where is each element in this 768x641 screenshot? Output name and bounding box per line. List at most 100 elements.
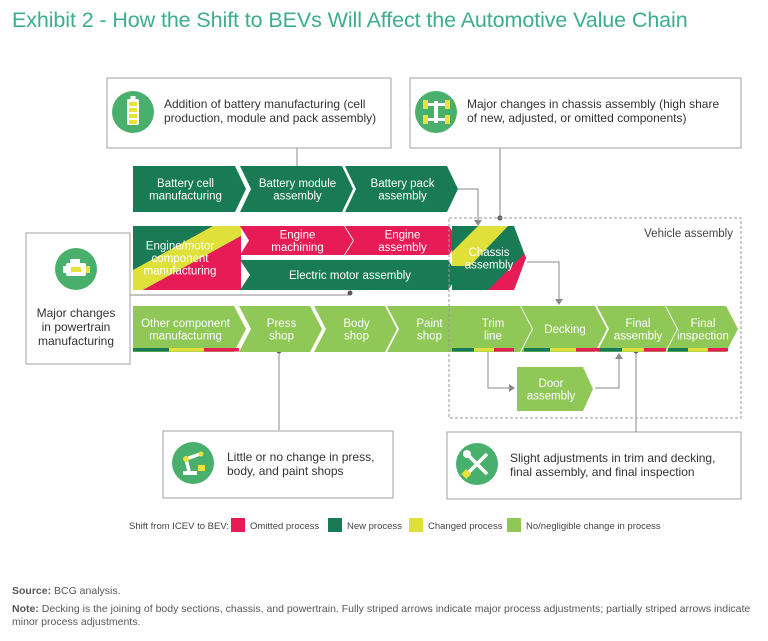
other-component-stripe-1 — [169, 348, 204, 352]
process-label-press_shop-line: shop — [269, 330, 294, 342]
callout-text-line: Major changes in chassis assembly (high … — [467, 97, 719, 111]
callout-text-line: Addition of battery manufacturing (cell — [164, 97, 365, 111]
process-label-door_assembly-line: Door — [539, 378, 564, 390]
legend-label-1: New process — [347, 521, 402, 532]
robot-gripper — [198, 451, 204, 457]
decking-stripe-0 — [524, 348, 550, 352]
battery-cell — [129, 114, 137, 118]
process-arrow-press_shop — [239, 306, 322, 352]
final-assembly-stripe-0 — [600, 348, 622, 352]
powertrain-callout-dot — [347, 290, 353, 296]
final-assembly-stripe-1 — [622, 348, 644, 352]
legend-prefix: Shift from ICEV to BEV: — [129, 521, 229, 532]
chassis-wheel — [423, 115, 428, 124]
engine-side — [63, 266, 66, 273]
source-text: BCG analysis. — [51, 585, 121, 597]
callout-text-line: Little or no change in press, — [227, 450, 374, 464]
callout-text-line: Major changes — [37, 306, 116, 320]
process-arrow-engine_assembly — [345, 226, 458, 255]
process-label-final_assembly-line: assembly — [614, 330, 663, 342]
trim-to-door-line-head — [509, 384, 515, 392]
decking-stripe-2 — [576, 348, 602, 352]
screwdriver-shaft — [465, 452, 489, 476]
process-arrow-battery_module — [240, 166, 353, 212]
battery-tip — [130, 96, 136, 99]
tools-icon — [456, 443, 498, 485]
process-label-engine_machining-line: machining — [271, 242, 323, 254]
callout-box-battery — [106, 77, 392, 149]
process-label-battery_cell-line: Battery cell — [157, 178, 214, 190]
callout-text-line: in powertrain — [42, 320, 111, 334]
chassis-axle — [434, 101, 438, 123]
process-label-battery_module-line: Battery module — [259, 178, 336, 190]
powertrain-callout-line — [130, 292, 351, 296]
process-arrow-trim_line — [452, 306, 532, 352]
battery-cell — [129, 120, 137, 124]
process-label-decking-line: Decking — [544, 324, 586, 336]
callout-box-chassis — [409, 77, 742, 149]
engine-fan — [86, 266, 90, 273]
callout-text-line: of new, adjusted, or omitted components) — [467, 111, 686, 125]
trim-line-stripe-2 — [494, 348, 514, 352]
process-label-door_assembly-line: assembly — [527, 390, 576, 402]
source-line: Source: BCG analysis. — [12, 585, 121, 597]
process-arrow-engine_machining — [240, 226, 353, 255]
chassis-to-decking-line — [527, 261, 560, 303]
process-label-battery_cell-line: manufacturing — [149, 190, 222, 202]
battery-cell — [129, 108, 137, 112]
engine-top — [70, 259, 80, 263]
stripe-omitted — [488, 252, 526, 290]
callout-text-chassis: Major changes in chassis assembly (high … — [467, 97, 719, 125]
legend-swatch-0 — [231, 518, 245, 532]
legend-label-0: Omitted process — [250, 521, 319, 532]
callout-text-line: body, and paint shops — [227, 464, 344, 478]
final-assembly-stripe-2 — [644, 348, 666, 352]
chassis-rear — [426, 118, 446, 121]
battery-icon — [112, 91, 154, 133]
vehicle-assembly-box — [448, 217, 742, 419]
callout-box-press — [162, 430, 394, 499]
process-label-trim_line-line: Trim — [482, 318, 505, 330]
process-arrow-decking — [521, 306, 607, 352]
process-label-engine_assembly-line: assembly — [378, 242, 427, 254]
chassis-wheel — [445, 100, 450, 109]
robot-joint — [183, 456, 189, 462]
vehicle-assembly-label: Vehicle assembly — [644, 228, 733, 240]
process-label-paint_shop-line: Paint — [416, 318, 443, 330]
battery-to-chassis-line — [458, 188, 479, 224]
wrench-head — [463, 450, 471, 458]
chassis-wheel — [445, 115, 450, 124]
process-label-paint_shop-line: shop — [417, 330, 442, 342]
process-arrow-final_assembly — [597, 306, 677, 352]
process-arrow-final_inspection — [666, 306, 738, 352]
robot-arm-icon — [172, 442, 214, 484]
process-label-final_inspection-line: Final — [691, 318, 716, 330]
callout-text-line: production, module and pack assembly) — [164, 111, 376, 125]
process-label-trim_line-line: line — [484, 330, 502, 342]
stripe-omitted — [143, 236, 241, 290]
decking-stripe-1 — [550, 348, 576, 352]
chassis-wheel — [423, 100, 428, 109]
process-label-electric_motor: Electric motor assembly — [289, 270, 411, 282]
process-label-final_assembly-line: Final — [626, 318, 651, 330]
process-label-electric_motor-line: Electric motor assembly — [289, 270, 411, 282]
robot-arm-icon-bg — [172, 442, 214, 484]
other-component-stripe-2 — [204, 348, 239, 352]
note-label: Note: — [12, 603, 39, 615]
final-inspection-stripe-1 — [688, 348, 708, 352]
process-label-engine_component-line: manufacturing — [144, 266, 217, 278]
